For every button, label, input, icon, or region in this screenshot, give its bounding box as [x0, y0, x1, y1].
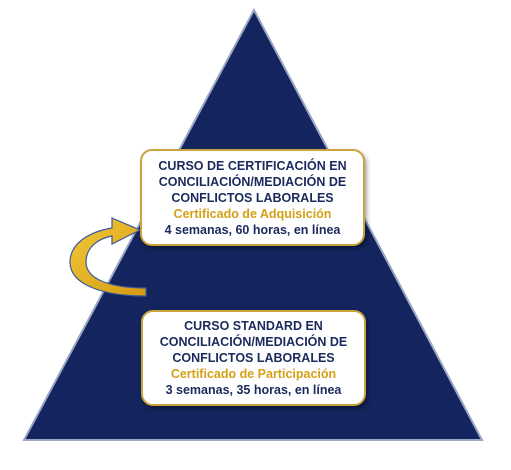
level-title-line: CURSO STANDARD EN — [184, 319, 323, 333]
level-title-line: CONFLICTOS LABORALES — [172, 351, 335, 365]
level-title-line: CONCILIACIÓN/MEDIACIÓN DE — [158, 174, 347, 189]
level-title-line: CONCILIACIÓN/MEDIACIÓN DE — [159, 335, 348, 349]
level-certificate: Certificado de Participación — [170, 367, 337, 381]
level-details: 3 semanas, 35 horas, en línea — [165, 383, 342, 397]
level-details: 4 semanas, 60 horas, en línea — [164, 222, 341, 237]
level-box-certification: CURSO DE CERTIFICACIÓN EN CONCILIACIÓN/M… — [140, 149, 365, 246]
level-title-line: CURSO DE CERTIFICACIÓN EN — [158, 158, 347, 173]
level-box-standard: CURSO STANDARD EN CONCILIACIÓN/MEDIACIÓN… — [141, 310, 366, 406]
curved-up-arrow-icon — [69, 217, 147, 297]
level-certificate: Certificado de Adquisición — [173, 206, 332, 221]
level-title-line: CONFLICTOS LABORALES — [171, 190, 334, 205]
